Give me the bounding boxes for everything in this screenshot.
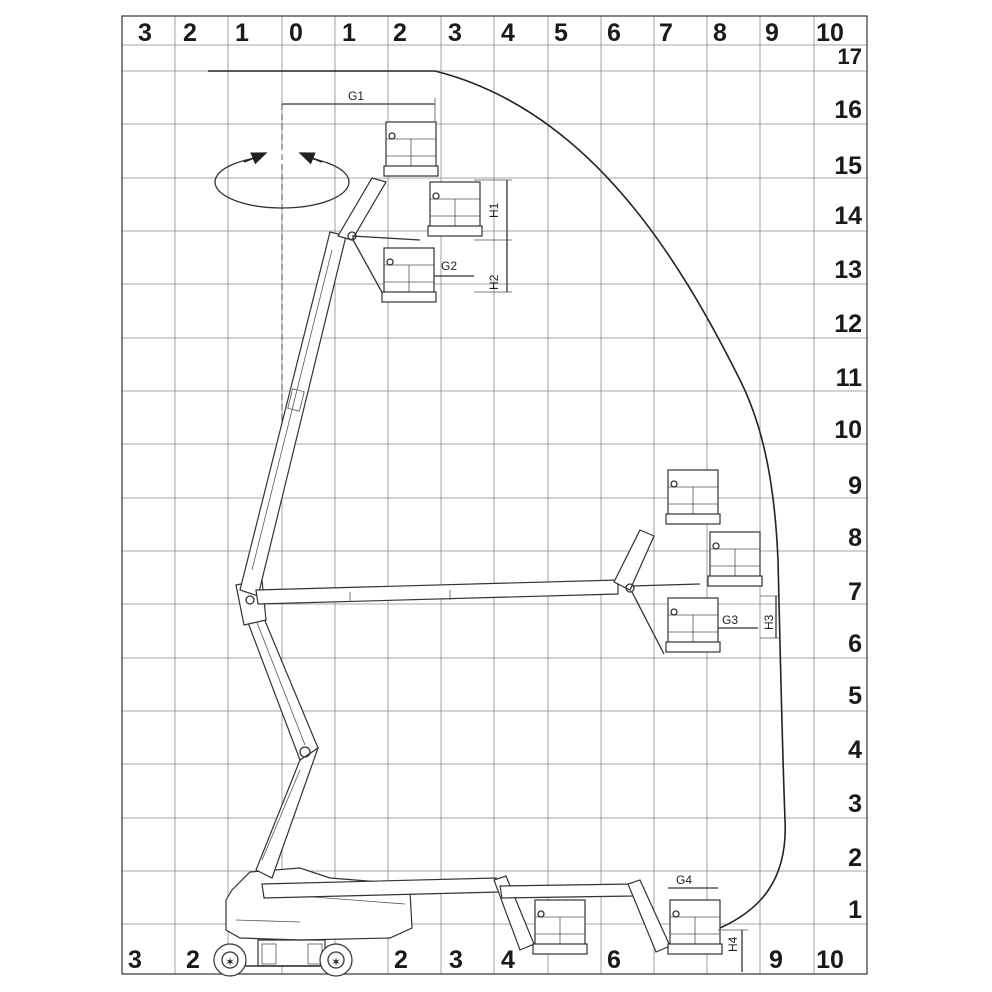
dimension-h3: H3 bbox=[760, 595, 780, 639]
right-tick-label: 11 bbox=[836, 364, 863, 392]
right-tick-label: 10 bbox=[834, 416, 862, 444]
h2-label: H2 bbox=[487, 274, 501, 290]
bottom-tick-label: 6 bbox=[607, 946, 621, 974]
right-tick-label: 16 bbox=[834, 96, 862, 124]
top-tick-label: 0 bbox=[289, 19, 303, 47]
g2-label: G2 bbox=[441, 259, 457, 273]
h3-label: H3 bbox=[762, 614, 776, 630]
right-tick-label: 12 bbox=[834, 310, 862, 338]
h4-label: H4 bbox=[726, 936, 740, 952]
dimension-g4: G4 bbox=[668, 873, 718, 889]
working-envelope-curve bbox=[208, 70, 786, 929]
top-tick-label: 4 bbox=[501, 19, 515, 47]
top-tick-label: 7 bbox=[659, 19, 673, 47]
svg-text:✶: ✶ bbox=[225, 955, 235, 969]
right-tick-label: 9 bbox=[848, 472, 862, 500]
bottom-tick-label: 2 bbox=[394, 946, 408, 974]
right-tick-label: 6 bbox=[848, 630, 862, 658]
bottom-tick-label: 9 bbox=[769, 946, 783, 974]
grid-lines bbox=[122, 16, 867, 974]
dimension-g2: G2 bbox=[434, 259, 474, 277]
right-tick-label: 4 bbox=[848, 736, 862, 764]
bottom-tick-label: 3 bbox=[128, 946, 142, 974]
top-tick-label: 2 bbox=[393, 19, 407, 47]
right-tick-label: 15 bbox=[834, 152, 862, 180]
upper-boom-horizontal bbox=[255, 529, 701, 655]
right-tick-label: 1 bbox=[848, 896, 862, 924]
dimension-h1: H1 bbox=[474, 179, 512, 241]
top-tick-label: 8 bbox=[713, 19, 727, 47]
dimension-g1: G1 bbox=[282, 89, 436, 122]
top-tick-label: 3 bbox=[448, 19, 462, 47]
rear-wheel-icon: ✶ bbox=[213, 943, 247, 977]
dimension-h2: H2 bbox=[474, 240, 512, 293]
bottom-tick-label: 4 bbox=[501, 946, 515, 974]
svg-text:✶: ✶ bbox=[331, 955, 341, 969]
lower-boom-arm bbox=[243, 603, 320, 879]
g3-label: G3 bbox=[722, 613, 738, 627]
top-tick-label: 5 bbox=[554, 19, 568, 47]
right-tick-label: 3 bbox=[848, 790, 862, 818]
top-tick-label: 6 bbox=[607, 19, 621, 47]
right-tick-label: 5 bbox=[848, 682, 862, 710]
bottom-tick-label: 10 bbox=[816, 946, 844, 974]
right-tick-label: 8 bbox=[848, 524, 862, 552]
bottom-axis-ticks: 3 2 2 3 4 6 9 10 bbox=[128, 946, 844, 974]
bottom-tick-label: 2 bbox=[186, 946, 200, 974]
upper-boom-low bbox=[261, 875, 671, 953]
h1-label: H1 bbox=[487, 202, 501, 218]
top-tick-label: 10 bbox=[816, 19, 844, 47]
bottom-tick-label: 3 bbox=[449, 946, 463, 974]
dimension-h4: H4 bbox=[718, 929, 748, 972]
right-tick-label: 13 bbox=[834, 256, 862, 284]
top-tick-label: 1 bbox=[342, 19, 356, 47]
right-tick-label: 14 bbox=[834, 202, 862, 230]
front-wheel-icon: ✶ bbox=[319, 943, 353, 977]
upper-boom-vertical bbox=[239, 177, 421, 597]
top-tick-label: 2 bbox=[183, 19, 197, 47]
right-tick-label: 17 bbox=[838, 44, 862, 69]
g4-label: G4 bbox=[676, 873, 692, 887]
dimension-g3: G3 bbox=[718, 613, 758, 629]
top-tick-label: 1 bbox=[235, 19, 249, 47]
right-tick-label: 2 bbox=[848, 844, 862, 872]
right-tick-label: 7 bbox=[848, 578, 862, 606]
right-axis-ticks: 17 16 15 14 13 12 11 10 9 8 7 6 5 4 3 2 1 bbox=[834, 44, 862, 924]
frame-border bbox=[121, 15, 868, 975]
g1-label: G1 bbox=[348, 89, 364, 103]
top-tick-label: 9 bbox=[765, 19, 779, 47]
top-tick-label: 3 bbox=[138, 19, 152, 47]
